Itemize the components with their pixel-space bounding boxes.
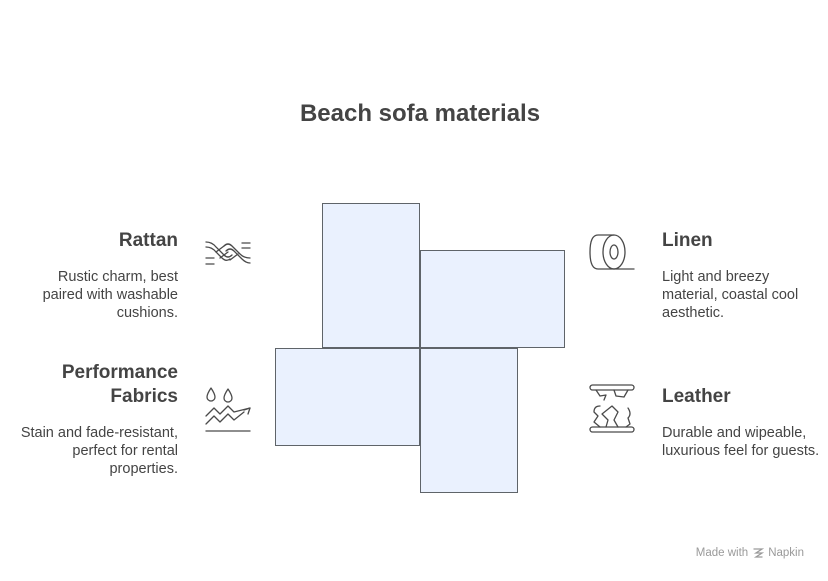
- rattan-heading: Rattan: [118, 230, 178, 251]
- napkin-brand-text: Napkin: [768, 547, 804, 559]
- linen-description: Light and breezy material, coastal cool …: [662, 269, 799, 321]
- linen-square: [420, 250, 565, 348]
- diagram-title: Beach sofa materials: [299, 100, 541, 127]
- water-resistant-icon: [204, 386, 252, 434]
- performance-fabrics-heading: Performance Fabrics: [61, 362, 178, 407]
- leather-description: Durable and wipeable, luxurious feel for…: [662, 425, 820, 459]
- leather-hide-icon: [588, 384, 636, 434]
- performance-fabrics-description: Stain and fade-resistant, perfect for re…: [20, 425, 178, 477]
- rope-icon: [204, 238, 252, 268]
- made-with-text: Made with: [695, 547, 749, 559]
- rattan-square: [322, 203, 420, 348]
- linen-heading: Linen: [662, 230, 713, 251]
- leather-heading: Leather: [662, 386, 731, 407]
- performance-fabrics-square: [275, 348, 420, 446]
- leather-square: [420, 348, 518, 493]
- napkin-logo-icon: [753, 548, 765, 558]
- fabric-roll-icon: [588, 234, 636, 272]
- rattan-description: Rustic charm, best paired with washable …: [42, 269, 178, 321]
- napkin-watermark: Made with Napkin: [696, 547, 804, 559]
